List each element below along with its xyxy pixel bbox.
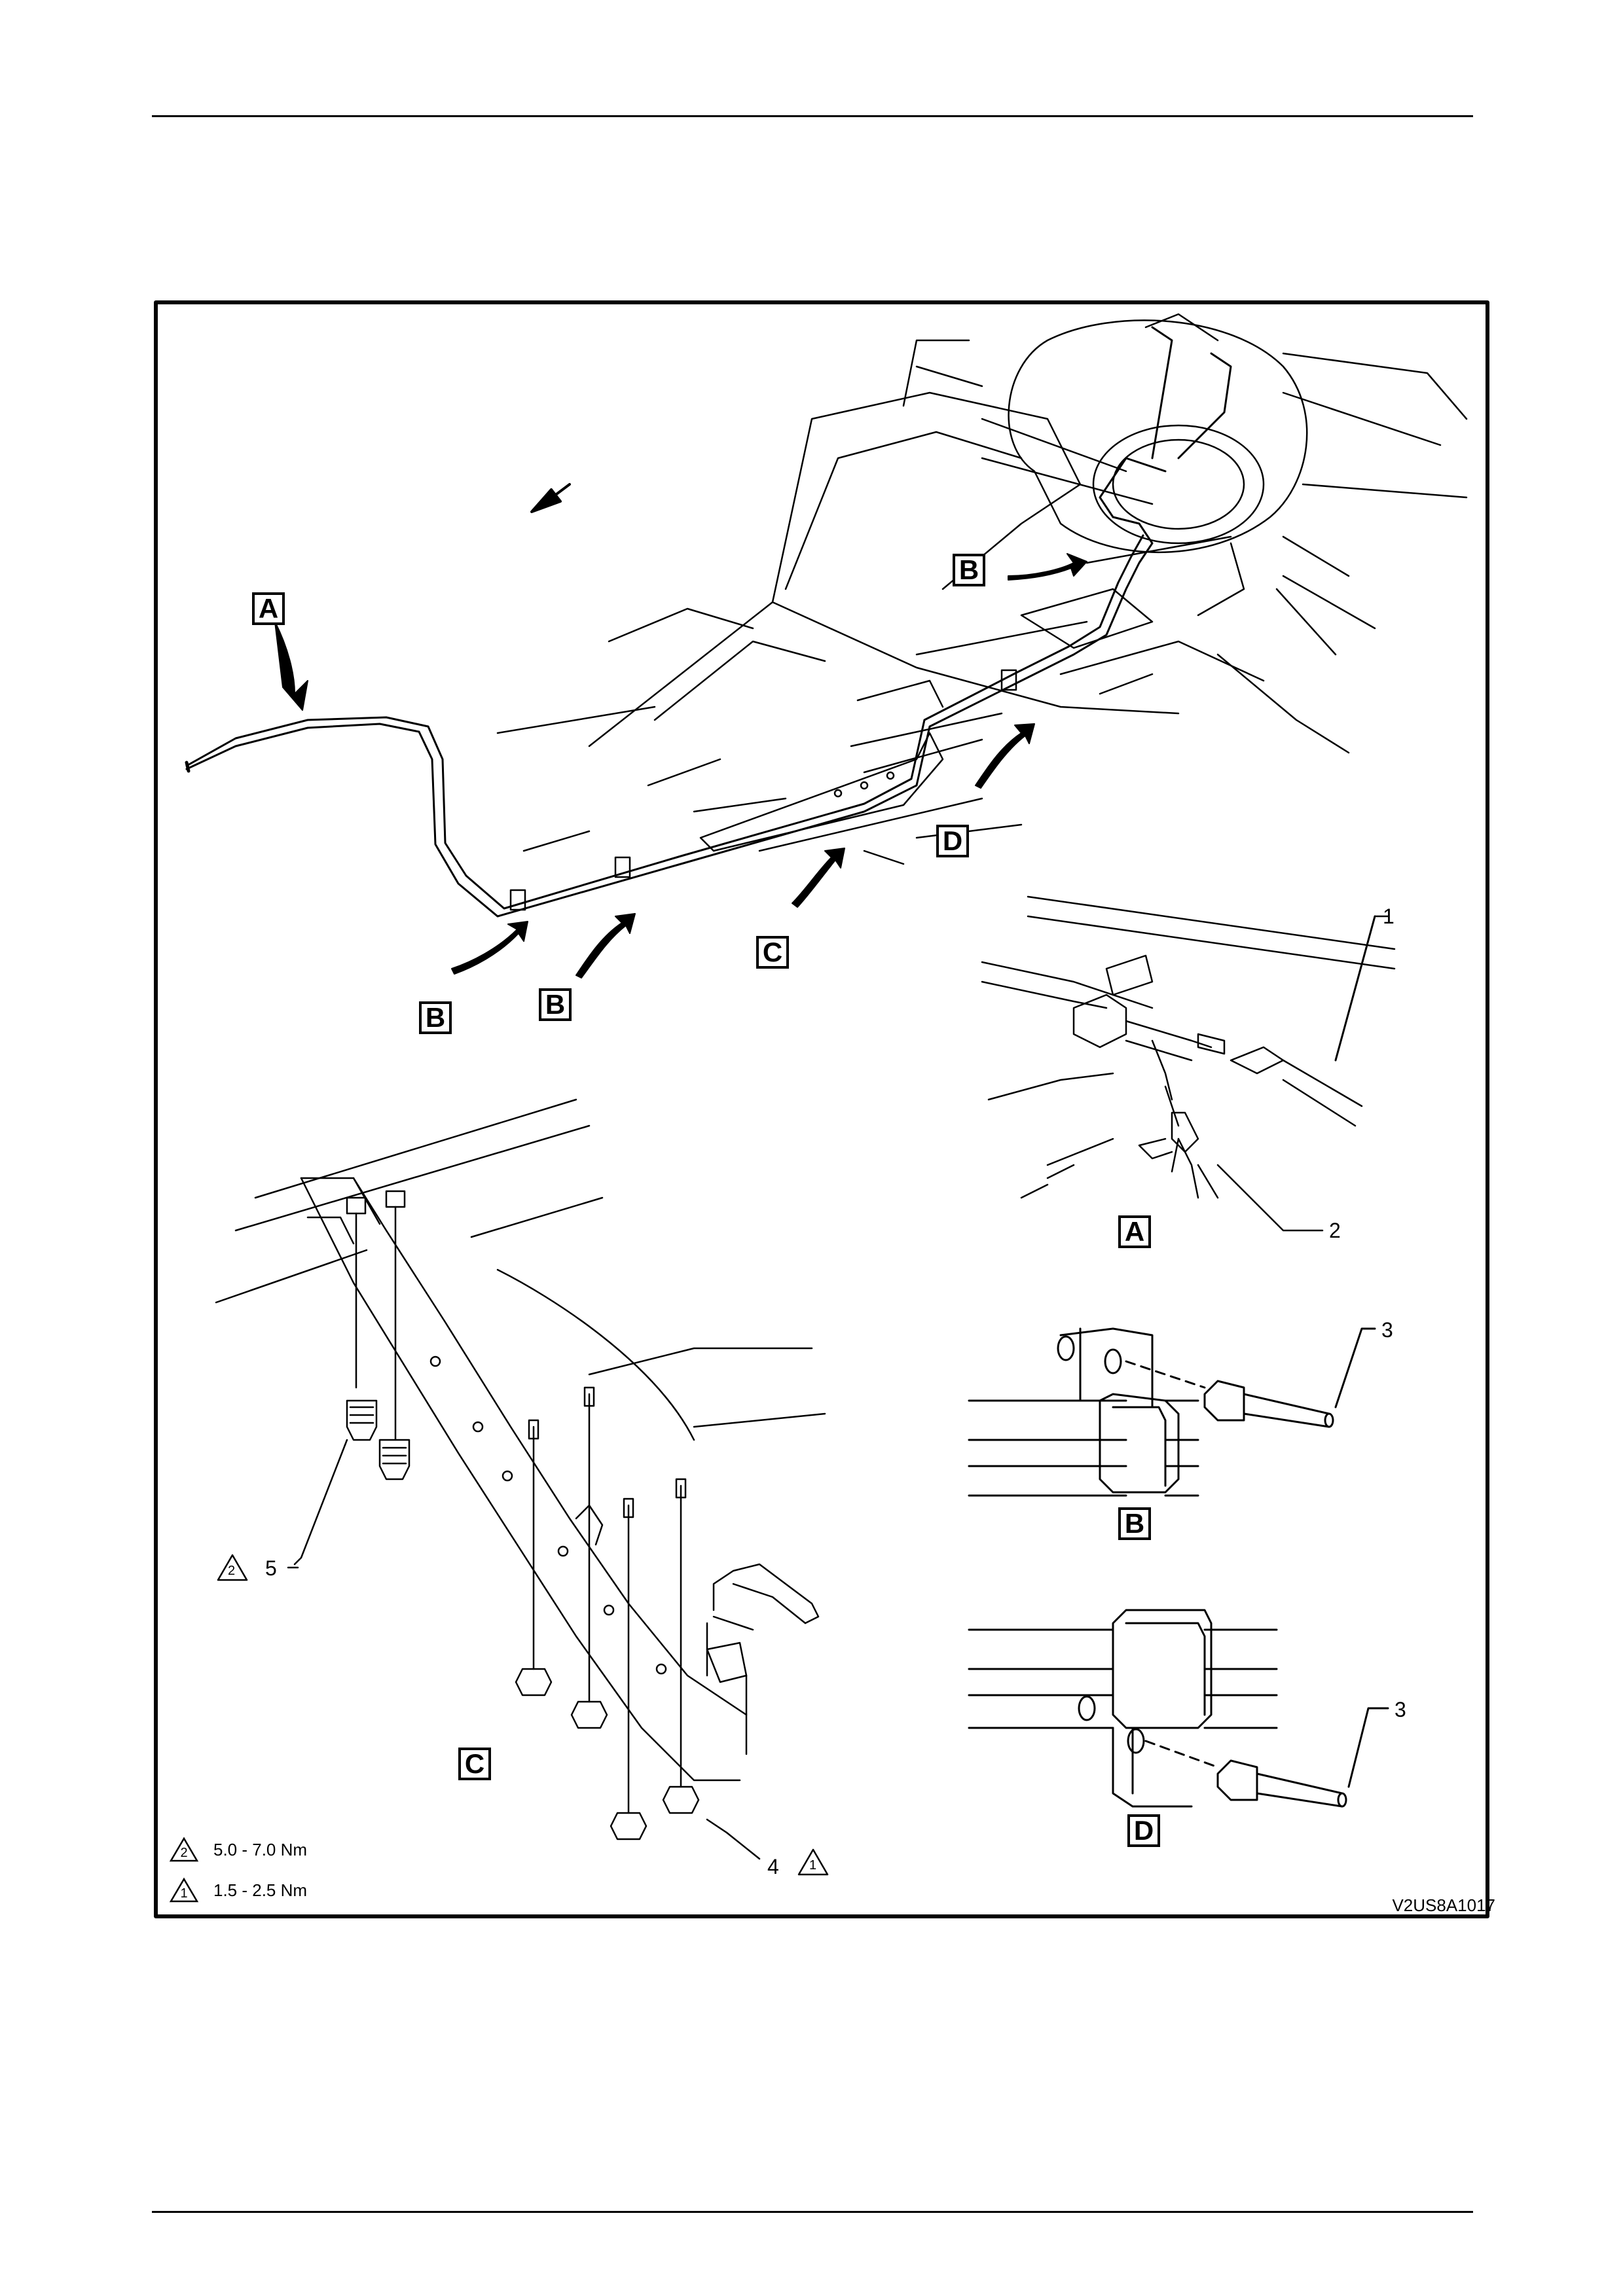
detail-d-illustration <box>969 1610 1388 1806</box>
callout-main-b-left: B <box>419 1001 452 1034</box>
callout-main-c: C <box>756 936 789 969</box>
legend-value: 5.0 - 7.0 Nm <box>213 1840 307 1860</box>
pipe-bracket-main <box>511 670 1016 910</box>
detail-c-illustration <box>216 1100 825 1859</box>
front-direction-arrow <box>532 484 570 512</box>
torque-mark-on-4: 1 <box>809 1859 816 1872</box>
spare-wheel-well <box>1009 314 1467 628</box>
legend-value: 1.5 - 2.5 Nm <box>213 1880 307 1901</box>
figure-code: V2US8A1017 <box>1392 1895 1495 1916</box>
part-number-3-b: 3 <box>1381 1319 1393 1340</box>
part-number-1: 1 <box>1383 906 1395 927</box>
callout-main-b-top: B <box>953 554 985 586</box>
underbody-floor <box>498 340 1349 864</box>
detail-b-illustration <box>969 1329 1375 1496</box>
part-number-2: 2 <box>1329 1220 1341 1241</box>
callout-main-d: D <box>936 825 969 857</box>
torque-mark-on-5: 2 <box>228 1564 235 1577</box>
figure-frame <box>156 302 1487 1916</box>
callout-detail-a: A <box>1118 1215 1151 1248</box>
pipe-bundle <box>187 327 1231 916</box>
part-number-3-d: 3 <box>1395 1699 1406 1720</box>
legend-mark: 1 <box>169 1886 199 1901</box>
callout-main-b-mid: B <box>539 988 572 1021</box>
legend-row-1: 2 5.0 - 7.0 Nm <box>169 1837 307 1863</box>
torque-triangle-icon: 2 <box>169 1837 199 1863</box>
callout-detail-c: C <box>458 1748 491 1780</box>
part-number-5: 5 <box>265 1558 277 1579</box>
legend-mark: 2 <box>169 1846 199 1861</box>
part-number-4: 4 <box>767 1856 779 1877</box>
torque-triangle-icon: 1 <box>169 1877 199 1903</box>
pointer-arrows <box>275 554 1087 978</box>
legend-row-2: 1 1.5 - 2.5 Nm <box>169 1877 307 1903</box>
callout-detail-d: D <box>1127 1814 1160 1847</box>
callout-detail-b: B <box>1118 1507 1151 1540</box>
callout-main-a: A <box>252 592 285 625</box>
detail-a-illustration <box>982 897 1395 1230</box>
